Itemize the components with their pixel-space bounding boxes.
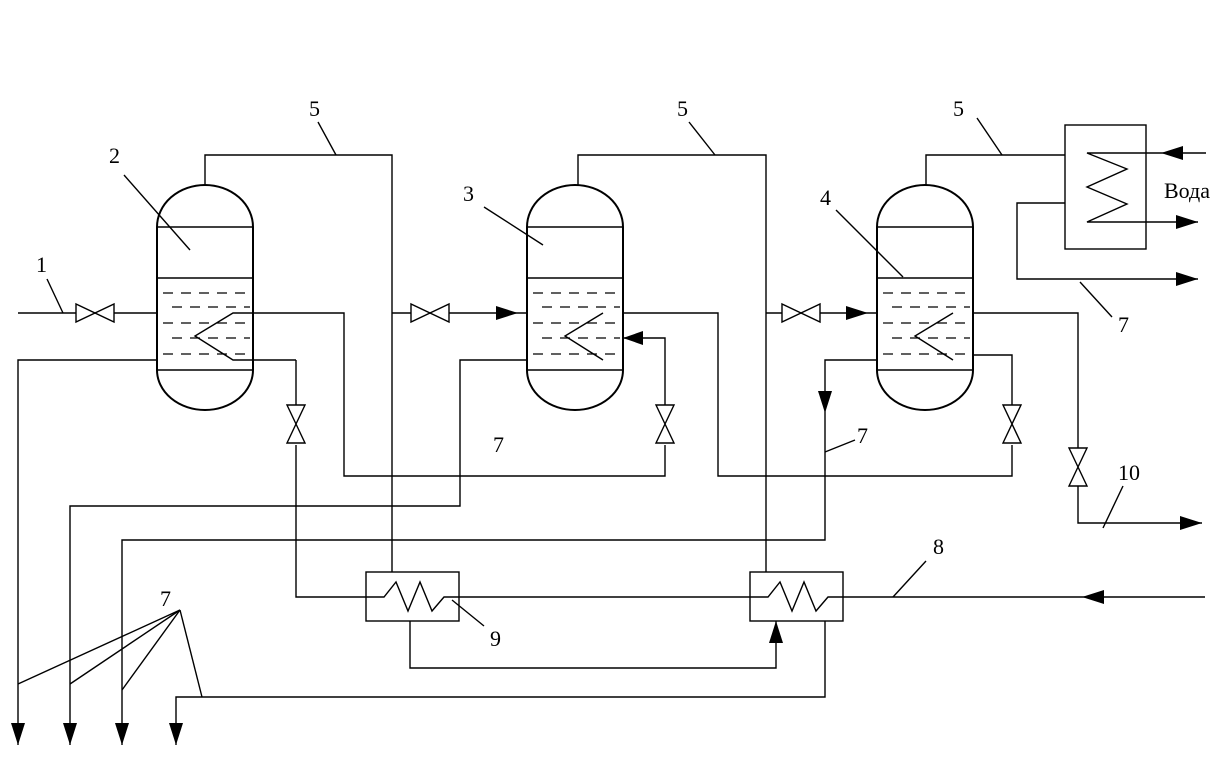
heating-coil-1 (193, 312, 253, 361)
label-evaporator-2: 3 (463, 181, 474, 206)
label-vapor-3: 5 (953, 96, 964, 121)
label-condensate-mid-1: 7 (493, 432, 504, 457)
evaporator-2 (526, 184, 624, 411)
heating-coil-2 (563, 312, 604, 361)
label-vapor-1: 5 (309, 96, 320, 121)
heating-coil-3 (913, 312, 954, 361)
heat-exchanger-1 (365, 571, 460, 622)
valve-heating-2[interactable] (654, 404, 676, 444)
condenser (1016, 124, 1206, 286)
evaporator-3 (876, 184, 974, 411)
valve-transfer-2[interactable] (781, 302, 821, 324)
label-water: Вода (1164, 178, 1210, 203)
valve-transfer-1[interactable] (410, 302, 450, 324)
water-out-arrow (1176, 215, 1198, 229)
label-evaporator-3: 4 (820, 185, 831, 210)
label-heat-exchanger: 9 (490, 626, 501, 651)
steam-condensate-lines (11, 359, 1205, 745)
valve-heating-3[interactable] (1001, 404, 1023, 444)
evaporator-1 (156, 184, 254, 411)
water-in-arrow (1161, 146, 1183, 160)
label-steam: 8 (933, 534, 944, 559)
vapor-lines (204, 154, 1065, 572)
leader-lines (17, 117, 1124, 698)
label-feed: 1 (36, 252, 47, 277)
steam-arrow (1082, 590, 1104, 604)
label-condensate-condenser: 7 (1118, 312, 1129, 337)
valve-feed[interactable] (75, 302, 115, 324)
label-vapor-2: 5 (677, 96, 688, 121)
valve-product[interactable] (1067, 447, 1089, 487)
heat-exchanger-2 (749, 571, 844, 622)
label-condensate-mid-2: 7 (857, 423, 868, 448)
condenser-coil (1085, 152, 1206, 223)
label-condensate-outlets: 7 (160, 586, 171, 611)
label-product: 10 (1118, 460, 1140, 485)
valve-condensate-1[interactable] (285, 404, 307, 444)
label-evaporator-1: 2 (109, 143, 120, 168)
